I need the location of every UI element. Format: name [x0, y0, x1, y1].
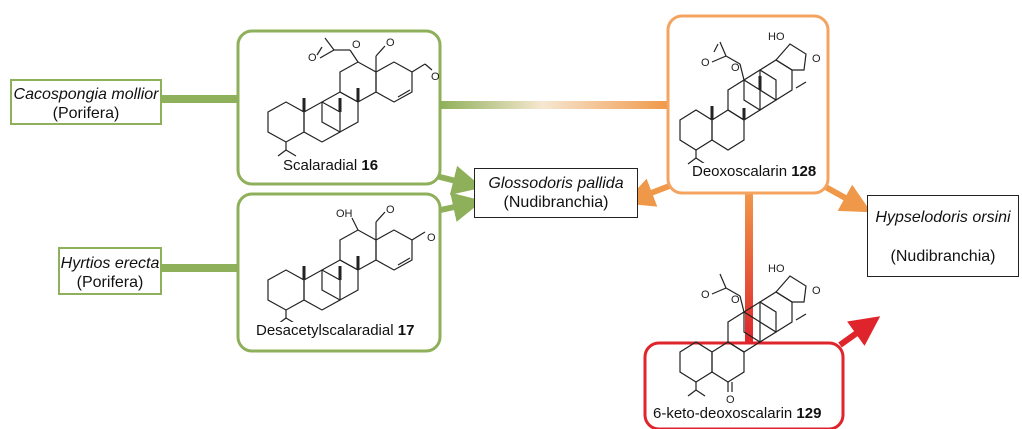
arrow-deoxoscalarin-hypselodoris: [820, 182, 872, 213]
deoxoscalarin-atom-o1: O: [701, 57, 710, 69]
scalaradial-atom-o4: O: [431, 71, 440, 83]
deoxoscalarin-structure: [679, 41, 807, 165]
deoxoscalarin-number: 128: [791, 163, 817, 180]
keto-atom-o3: O: [812, 285, 821, 297]
keto-atom-o1: O: [701, 289, 710, 301]
cacospongia-species: Cacospongia mollior: [13, 86, 159, 103]
desacetyl-name: Desacetylscalaradial: [256, 322, 394, 339]
glossodoris-box: Glossodoris pallida (Nudibranchia): [474, 168, 638, 218]
keto-atom-o4: O: [726, 394, 735, 406]
hyrtios-box: Hyrtios erecta (Porifera): [58, 247, 162, 295]
deoxoscalarin-caption: Deoxoscalarin 128: [691, 163, 818, 180]
deoxoscalarin-atom-o3: O: [812, 53, 821, 65]
keto-name: 6-keto-deoxoscalarin: [653, 405, 793, 422]
link-scalaradial-deoxoscalarin: [440, 101, 668, 109]
link-deoxoscalarin-keto: [745, 193, 753, 343]
deoxoscalarin-atom-ho: HO: [768, 31, 785, 43]
hypselodoris-taxon: (Nudibranchia): [890, 248, 996, 265]
keto-number: 129: [796, 405, 822, 422]
deoxoscalarin-atom-o2: O: [731, 62, 740, 74]
keto-atom-ho: HO: [768, 263, 785, 275]
keto-atom-o2: O: [731, 294, 740, 306]
desacetyl-number: 17: [397, 322, 415, 339]
scalaradial-atom-o3: O: [386, 37, 395, 49]
arrow-scalaradial-glossodoris: [435, 165, 483, 195]
deoxoscalarin-box: [666, 14, 830, 195]
hypselodoris-box: Hypselodoris orsini (Nudibranchia): [867, 195, 1019, 277]
scalaradial-atom-o1: O: [308, 52, 317, 64]
scalaradial-atom-o2: O: [352, 39, 361, 51]
desacetyl-atom-o2: O: [427, 232, 436, 244]
keto-structure: [679, 273, 807, 397]
arrow-keto-hypselodoris: [838, 316, 881, 348]
hyrtios-species: Hyrtios erecta: [60, 255, 160, 272]
hyrtios-taxon: (Porifera): [76, 274, 144, 291]
cacospongia-box: Cacospongia mollior (Porifera): [10, 79, 162, 125]
scalaradial-number: 16: [361, 157, 379, 174]
keto-caption: 6-keto-deoxoscalarin 129: [652, 405, 823, 422]
hypselodoris-species: Hypselodoris orsini: [875, 209, 1011, 226]
arrow-deoxoscalarin-glossodoris: [623, 178, 674, 207]
scalaradial-name: Scalaradial: [283, 157, 358, 174]
desacetyl-caption: Desacetylscalaradial 17: [255, 322, 416, 339]
deoxoscalarin-name: Deoxoscalarin: [692, 163, 788, 180]
cacospongia-taxon: (Porifera): [52, 105, 120, 122]
scalaradial-caption: Scalaradial 16: [282, 157, 380, 174]
glossodoris-taxon: (Nudibranchia): [503, 194, 609, 211]
scalaradial-structure: [267, 37, 433, 157]
desacetyl-atom-o1: O: [386, 204, 395, 216]
desacetyl-atom-oh: OH: [336, 208, 353, 220]
glossodoris-species: Glossodoris pallida: [488, 175, 624, 192]
